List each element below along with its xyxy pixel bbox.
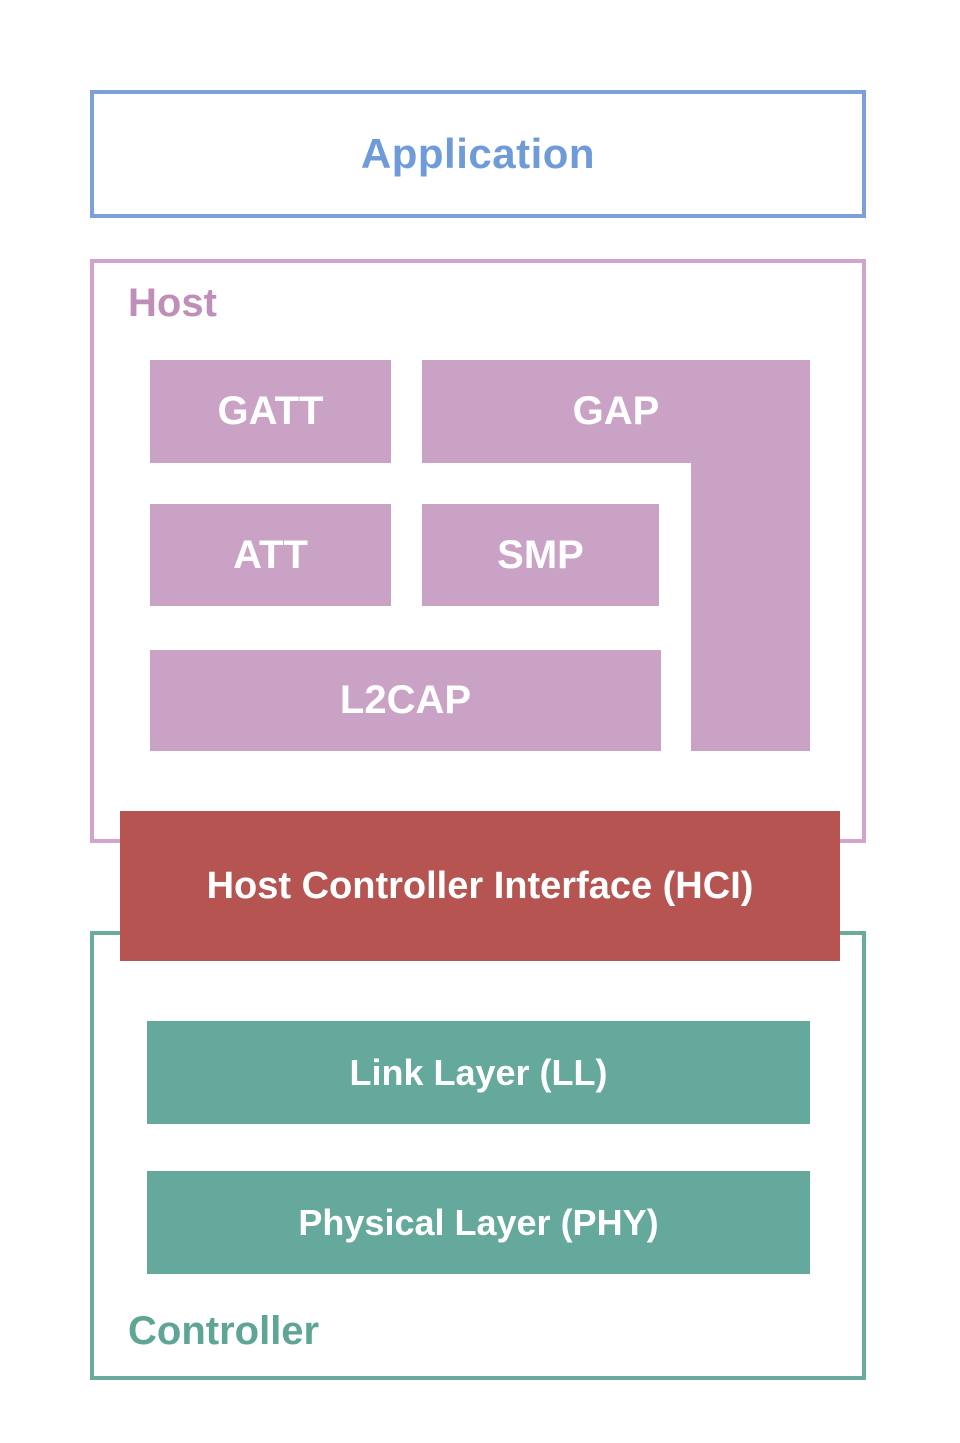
gatt-block: GATT bbox=[150, 360, 391, 463]
gatt-label: GATT bbox=[217, 389, 324, 433]
link-layer-label: Link Layer (LL) bbox=[349, 1051, 608, 1093]
att-block: ATT bbox=[150, 504, 391, 606]
att-label: ATT bbox=[233, 532, 308, 577]
physical-layer-label: Physical Layer (PHY) bbox=[298, 1201, 659, 1243]
physical-layer-block: Physical Layer (PHY) bbox=[147, 1171, 810, 1274]
application-box: Application bbox=[90, 90, 866, 218]
l2cap-label: L2CAP bbox=[339, 678, 472, 722]
host-label: Host bbox=[128, 281, 217, 325]
smp-label: SMP bbox=[497, 532, 584, 577]
gap-label: GAP bbox=[572, 389, 660, 433]
link-layer-block: Link Layer (LL) bbox=[147, 1021, 810, 1124]
controller-label: Controller bbox=[128, 1309, 320, 1353]
l2cap-block: L2CAP bbox=[150, 650, 661, 751]
controller-box: Controller bbox=[90, 931, 866, 1380]
hci-label: Host Controller Interface (HCI) bbox=[206, 864, 754, 907]
smp-block: SMP bbox=[422, 504, 659, 606]
hci-block: Host Controller Interface (HCI) bbox=[120, 811, 840, 961]
application-label: Application bbox=[360, 130, 596, 177]
